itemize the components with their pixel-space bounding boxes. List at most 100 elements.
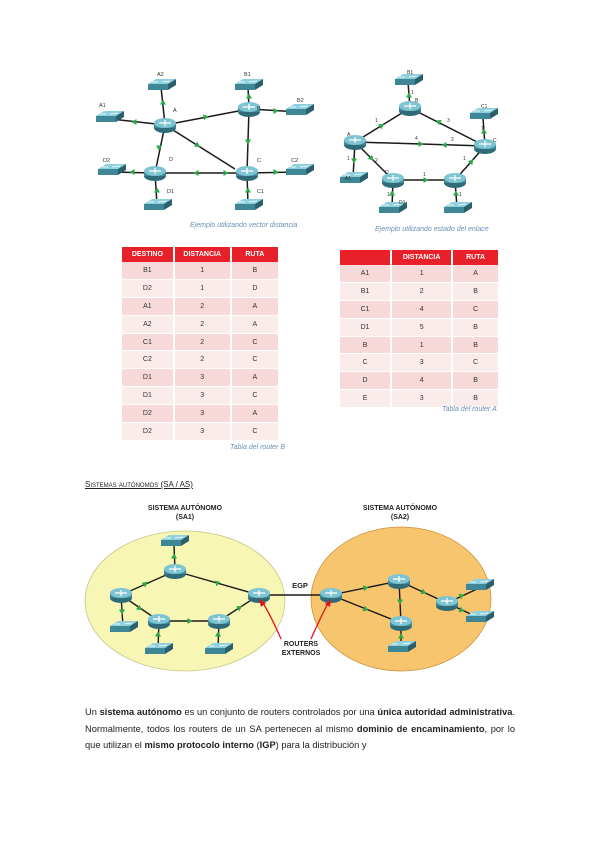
as2-label: SISTEMA AUTÓNOMO (SA2) — [355, 504, 445, 522]
column-header: RUTA — [452, 250, 498, 265]
table-cell: 2 — [173, 350, 232, 370]
table-header-row: DISTANCIA RUTA — [340, 250, 498, 265]
table-cell: C — [230, 386, 278, 406]
table-cell: 3 — [173, 368, 232, 388]
node-label-c: C — [257, 158, 261, 164]
table-cell: C1 — [340, 300, 393, 319]
column-header — [340, 250, 393, 265]
router-b-table-caption: Tabla del router B — [230, 444, 285, 451]
node-label-d: D — [385, 170, 389, 176]
cost-label-9: 2 — [451, 137, 454, 143]
table-cell: B — [452, 389, 498, 409]
as2-region — [310, 526, 492, 672]
link-state-diagram: B1 C1 A1 D1 A B C D 1 1 1 1 1 1 3 4 2 2 … — [339, 70, 499, 214]
table-cell: B1 — [340, 282, 393, 301]
table-cell: A2 — [122, 315, 175, 334]
table-cell: B1 — [122, 262, 175, 280]
node-label-b: B — [257, 106, 261, 112]
node-label-b: B — [415, 98, 419, 104]
table-cell: D1 — [122, 368, 175, 388]
table-cell: A — [230, 315, 278, 334]
cost-label-6: 1 — [375, 118, 378, 124]
table-cell: 2 — [173, 315, 232, 334]
table-cell: 1 — [391, 336, 454, 355]
cost-label-2: 1 — [481, 126, 484, 132]
node-label-b2: B2 — [297, 98, 304, 104]
node-label-a2: A2 — [157, 72, 164, 78]
cost-label-5: 1 — [459, 192, 462, 198]
table-cell: C — [230, 333, 278, 352]
text-run: ( — [253, 740, 260, 750]
node-label-d2: D2 — [103, 158, 110, 164]
body-paragraph: Un sistema autónomo es un conjunto de ro… — [85, 704, 515, 754]
text-run: es un conjunto de routers controlados po… — [181, 707, 378, 717]
table-cell: A1 — [122, 297, 175, 316]
table-cell: 3 — [173, 404, 232, 424]
distance-vector-diagram: A2 B1 A1 B2 D2 C2 D1 C1 A B D C — [95, 72, 315, 211]
table-cell: B — [340, 336, 393, 355]
table-cell: C — [452, 300, 498, 319]
column-header: DISTANCIA — [391, 250, 454, 265]
text-run: ) para la distribución y — [275, 740, 367, 750]
table-cell: 3 — [173, 386, 232, 406]
node-label-d1: D1 — [399, 200, 406, 206]
column-header: DISTANCIA — [173, 247, 232, 262]
table-cell: D1 — [122, 386, 175, 406]
table-cell: 4 — [391, 300, 454, 319]
cost-label-7: 3 — [447, 118, 450, 124]
text-run: . Normalmente, todos los routers de un S… — [85, 707, 516, 734]
table-cell: A — [230, 404, 278, 424]
table-cell: 1 — [173, 262, 232, 280]
cost-label-3: 1 — [347, 156, 350, 162]
table-cell: A — [230, 368, 278, 388]
node-label-a1: A1 — [99, 103, 106, 109]
cost-label-1: 1 — [411, 90, 414, 96]
bold-term: dominio de encaminamiento — [356, 723, 485, 734]
table-cell: D — [230, 279, 278, 298]
external-routers-label: ROUTERS EXTERNOS — [266, 640, 336, 658]
as1-label: SISTEMA AUTÓNOMO (SA1) — [140, 504, 230, 522]
node-label-a: A — [173, 108, 177, 114]
bold-term: sistema autónomo — [99, 707, 182, 717]
node-label-a: A — [347, 132, 351, 138]
text-run: , por lo que utilizan el — [85, 723, 516, 751]
as2-label-line2: (SA2) — [390, 514, 410, 521]
table-cell: 2 — [173, 297, 232, 316]
as1-label-line2: (SA1) — [175, 514, 195, 521]
table-cell: C — [230, 350, 278, 370]
table-cell: D2 — [122, 404, 175, 424]
table-cell: 3 — [173, 422, 232, 441]
as1-label-line1: SISTEMA AUTÓNOMO — [147, 505, 223, 512]
table-cell: B — [452, 371, 498, 391]
node-label-c2: C2 — [291, 158, 298, 164]
table-cell: B — [452, 282, 498, 301]
table-header-row: DESTINO DISTANCIA RUTA — [122, 247, 278, 262]
table-cell: A — [452, 265, 498, 283]
table-cell: 2 — [391, 282, 454, 301]
table-cell: E — [340, 389, 393, 409]
node-label-b1: B1 — [244, 72, 251, 78]
table-cell: C — [230, 422, 278, 441]
bold-term: mismo protocolo interno — [144, 740, 254, 750]
table-cell: 3 — [391, 353, 454, 373]
table-cell: B — [230, 262, 278, 280]
bold-term: única autoridad administrativa — [377, 707, 513, 717]
node-label-c1: C1 — [481, 104, 488, 110]
autonomous-systems-diagram — [84, 526, 495, 672]
table-cell: C — [452, 353, 498, 373]
node-label-c1: C1 — [257, 189, 264, 195]
table-cell: B — [452, 318, 498, 337]
bold-term: IGP — [259, 740, 276, 750]
table-cell: A1 — [340, 265, 393, 283]
